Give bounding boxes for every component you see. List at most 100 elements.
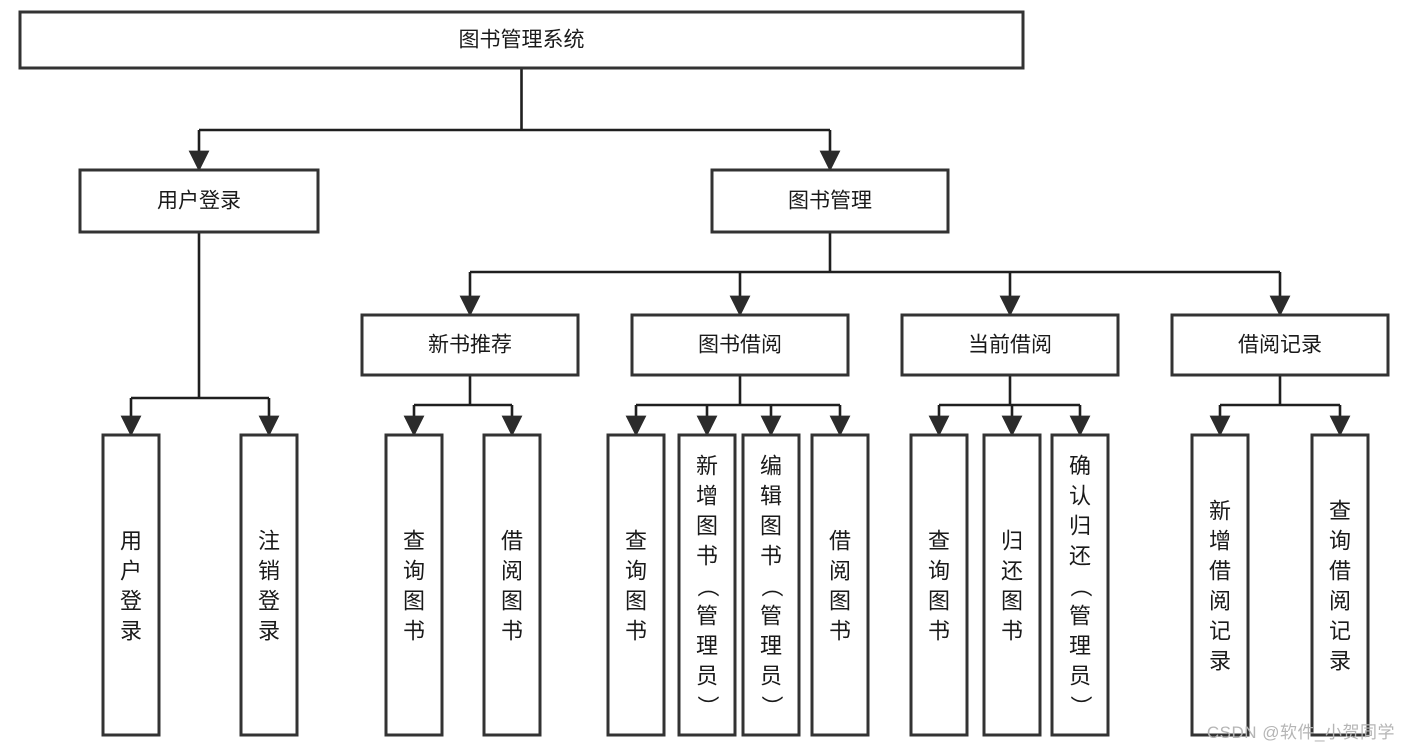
leaf-node-12-char: 借 xyxy=(1329,558,1351,583)
leaf-node-5-char: 新 xyxy=(696,453,718,478)
leaf-node-3-rect[interactable] xyxy=(482,433,542,737)
level3-node-2-label: 当前借阅 xyxy=(968,334,1052,357)
level3-node-1-label: 图书借阅 xyxy=(698,334,782,357)
level2-node-0-rect[interactable] xyxy=(78,168,320,234)
leaf-node-9-char: 书 xyxy=(1001,618,1023,643)
level3-node-0-label: 新书推荐 xyxy=(428,334,512,357)
leaf-node-6-char: 图 xyxy=(760,513,782,538)
leaf-node-2-char: 询 xyxy=(403,558,425,583)
leaf-node-11-char: 新 xyxy=(1209,498,1231,523)
leaf-node-4-char: 询 xyxy=(625,558,647,583)
leaf-node-2-char: 图 xyxy=(403,588,425,613)
leaf-node-5-char: （ xyxy=(695,575,720,597)
leaf-node-5-char: 员 xyxy=(696,663,718,688)
leaf-node-7-char: 图 xyxy=(829,588,851,613)
leaf-node-10-char: ） xyxy=(1068,695,1093,717)
level3-node-1-rect[interactable] xyxy=(630,313,850,377)
leaf-node-2-char: 书 xyxy=(403,618,425,643)
node-layer: 图书管理系统用户登录图书管理新书推荐图书借阅当前借阅借阅记录用户登录注销登录查询… xyxy=(18,10,1390,737)
leaf-node-6-char: 员 xyxy=(760,663,782,688)
leaf-node-2-char: 查 xyxy=(403,528,425,553)
leaf-node-5-char: 增 xyxy=(696,483,718,508)
leaf-node-5-char: 书 xyxy=(696,543,718,568)
leaf-node-9-char: 归 xyxy=(1001,528,1023,553)
root-node-book-management-system-label: 图书管理系统 xyxy=(459,29,585,52)
level3-node-2[interactable]: 当前借阅 xyxy=(900,313,1120,377)
level3-node-3-rect[interactable] xyxy=(1170,313,1390,377)
leaf-node-5-char: ） xyxy=(695,695,720,717)
leaf-node-12-char: 记 xyxy=(1329,618,1351,643)
leaf-node-10-char: 确 xyxy=(1069,453,1091,478)
leaf-node-8-char: 书 xyxy=(928,618,950,643)
leaf-node-0[interactable]: 用户登录 xyxy=(101,433,161,737)
leaf-node-9-rect[interactable] xyxy=(982,433,1042,737)
leaf-node-6-rect[interactable] xyxy=(741,433,801,737)
leaf-node-11-char: 增 xyxy=(1209,528,1231,553)
leaf-node-8-char: 图 xyxy=(928,588,950,613)
leaf-node-7-char: 书 xyxy=(829,618,851,643)
level3-node-3-label: 借阅记录 xyxy=(1238,334,1322,357)
leaf-node-6-char: 书 xyxy=(760,543,782,568)
leaf-node-0-char: 户 xyxy=(120,558,142,583)
leaf-node-10-char: 还 xyxy=(1069,543,1091,568)
leaf-node-4-char: 查 xyxy=(625,528,647,553)
root-node-book-management-system-rect[interactable] xyxy=(18,10,1025,70)
leaf-node-4-rect[interactable] xyxy=(606,433,666,737)
leaf-node-5-rect[interactable] xyxy=(677,433,737,737)
connector-layer xyxy=(120,68,1351,437)
leaf-node-9-char: 还 xyxy=(1001,558,1023,583)
level2-node-1-rect[interactable] xyxy=(710,168,950,234)
leaf-node-1-char: 注 xyxy=(258,528,280,553)
leaf-node-3-char: 借 xyxy=(501,528,523,553)
leaf-node-11-char: 记 xyxy=(1209,618,1231,643)
level3-node-0-rect[interactable] xyxy=(360,313,580,377)
leaf-node-10-char: 归 xyxy=(1069,513,1091,538)
leaf-node-3-char: 图 xyxy=(501,588,523,613)
leaf-node-2-rect[interactable] xyxy=(384,433,444,737)
leaf-node-5-char: 管 xyxy=(696,603,718,628)
level2-node-0[interactable]: 用户登录 xyxy=(78,168,320,234)
leaf-node-0-rect[interactable] xyxy=(101,433,161,737)
leaf-node-8-char: 询 xyxy=(928,558,950,583)
level2-node-0-label: 用户登录 xyxy=(157,190,241,213)
leaf-node-10-char: 理 xyxy=(1069,633,1091,658)
leaf-node-10-rect[interactable] xyxy=(1050,433,1110,737)
leaf-node-8-rect[interactable] xyxy=(909,433,969,737)
leaf-node-9-char: 图 xyxy=(1001,588,1023,613)
root-node-book-management-system[interactable]: 图书管理系统 xyxy=(18,10,1025,70)
leaf-node-11-rect[interactable] xyxy=(1190,433,1250,737)
leaf-node-7-char: 借 xyxy=(829,528,851,553)
leaf-node-6-char: 管 xyxy=(760,603,782,628)
leaf-node-12-char: 阅 xyxy=(1329,588,1351,613)
leaf-node-6-char: （ xyxy=(759,575,784,597)
leaf-node-4-char: 书 xyxy=(625,618,647,643)
leaf-node-12-char: 查 xyxy=(1329,498,1351,523)
level2-node-1-label: 图书管理 xyxy=(788,190,872,213)
leaf-node-12-rect[interactable] xyxy=(1310,433,1370,737)
level3-node-2-rect[interactable] xyxy=(900,313,1120,377)
leaf-node-1-rect[interactable] xyxy=(239,433,299,737)
leaf-node-6-char: 辑 xyxy=(760,483,782,508)
leaf-node-5-char: 理 xyxy=(696,633,718,658)
level2-node-1[interactable]: 图书管理 xyxy=(710,168,950,234)
leaf-node-7-rect[interactable] xyxy=(810,433,870,737)
level3-node-3[interactable]: 借阅记录 xyxy=(1170,313,1390,377)
leaf-node-10-char: 员 xyxy=(1069,663,1091,688)
level3-node-0[interactable]: 新书推荐 xyxy=(360,313,580,377)
leaf-node-3-char: 阅 xyxy=(501,558,523,583)
level3-node-1[interactable]: 图书借阅 xyxy=(630,313,850,377)
